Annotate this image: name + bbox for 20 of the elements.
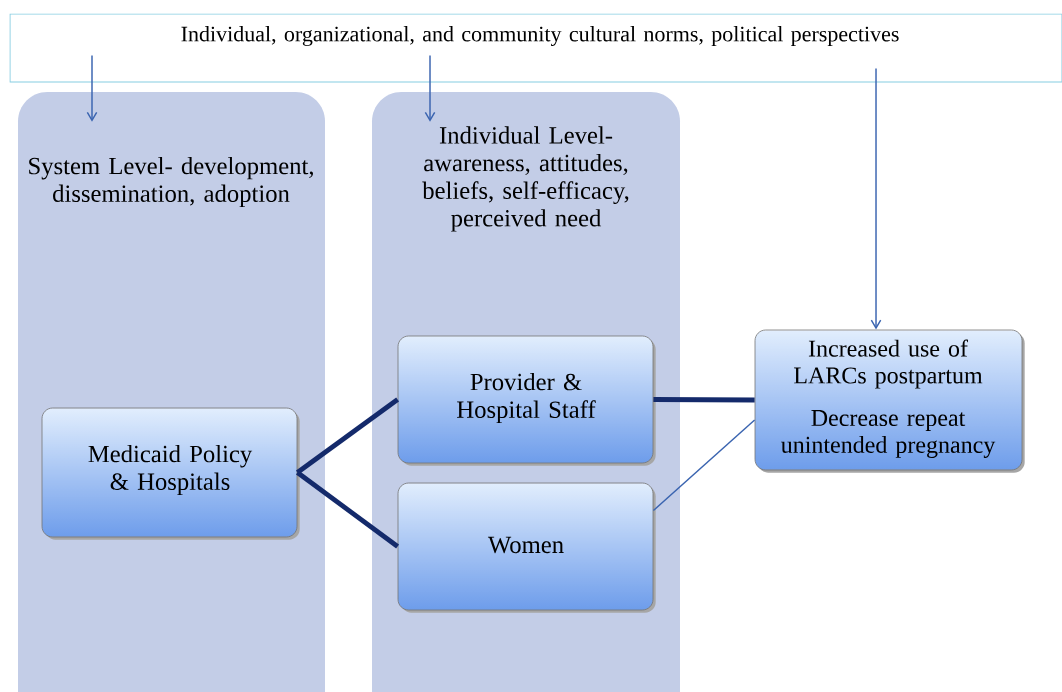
process-box	[397, 482, 656, 613]
arrow	[424, 54, 436, 122]
arrow	[870, 67, 882, 330]
column-heading: System Level- development, dissemination, adoption	[29, 157, 313, 207]
column-heading: Individual Level- awareness, attitudes, beliefs, self-efficacy, perceived need	[422, 126, 629, 232]
connector-line	[296, 470, 400, 549]
box-label: Increased use of LARCs postpartum	[794, 339, 983, 389]
arrow	[86, 54, 98, 122]
context-band	[9, 13, 1062, 83]
connector-line	[653, 397, 755, 403]
process-box	[754, 329, 1025, 473]
box-label: Provider & Hospital Staff	[457, 373, 596, 423]
box-label: Decrease repeat unintended pregnancy	[781, 410, 996, 458]
band-text: Individual, organizational, and community cultural norms, political perspectives	[181, 26, 899, 46]
connector-line	[652, 419, 756, 512]
box-label: Women	[487, 536, 564, 554]
process-box	[41, 407, 300, 540]
box-label: Medicaid Policy & Hospitals	[88, 445, 253, 495]
connector-line	[296, 397, 400, 475]
process-box	[397, 335, 656, 466]
